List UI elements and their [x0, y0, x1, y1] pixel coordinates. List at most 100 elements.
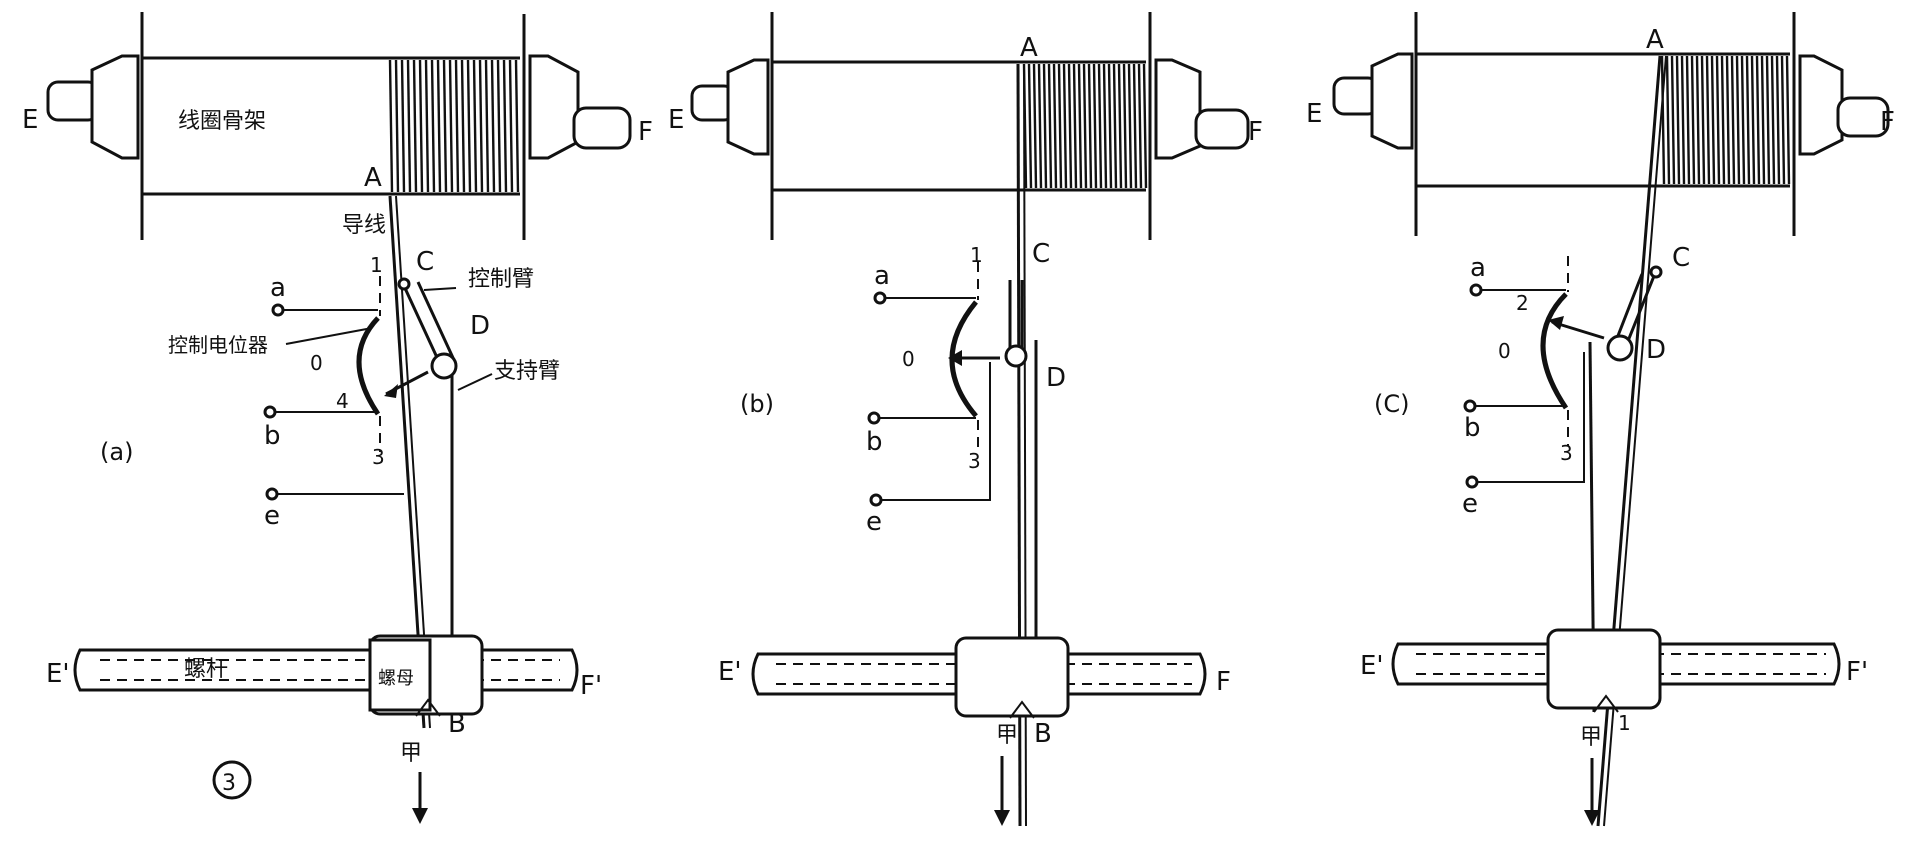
terminal-b	[1463, 399, 1477, 413]
figure-number-circle	[212, 760, 252, 800]
guide-B	[1593, 694, 1619, 713]
lead-screw	[73, 648, 579, 692]
coil-turn	[1770, 55, 1776, 185]
caption-b: (b)	[740, 390, 774, 418]
label-F-prime: F	[1216, 667, 1231, 697]
control-arm-right	[416, 281, 456, 361]
coil-turn	[1670, 55, 1676, 185]
pos-3: 3	[968, 449, 981, 473]
label-E: E	[668, 105, 684, 135]
label-lead-wire: 导线	[342, 213, 386, 238]
pos-0: 0	[1498, 339, 1511, 363]
coil-turn	[1765, 55, 1771, 185]
coil-turn	[1785, 55, 1791, 185]
coil-turn	[1690, 55, 1696, 185]
coil-turn	[1760, 55, 1766, 185]
label-F-prime: F'	[1846, 657, 1868, 687]
label-D: D	[1646, 335, 1666, 365]
hub-left	[90, 54, 140, 160]
label-a: a	[874, 261, 890, 291]
label-A: A	[1020, 33, 1038, 63]
panel-a: E F 线圈骨架 A 导线 C D 控制臂 控制电位器 1 0 4 3	[22, 12, 653, 824]
coil-turn	[484, 59, 490, 193]
coil-turn	[1102, 63, 1108, 189]
terminal-e	[1465, 475, 1479, 489]
feed-arrowhead	[412, 808, 428, 824]
shaft-right	[1194, 108, 1250, 150]
potentiometer-arc	[356, 316, 381, 416]
pos-0: 0	[902, 347, 915, 371]
coil-turn	[424, 59, 430, 193]
feed-arrowhead	[994, 810, 1010, 826]
control-arm-left	[1612, 273, 1644, 347]
coil-turn	[1112, 63, 1118, 189]
coil-turn	[430, 59, 436, 193]
coil-turn	[1052, 63, 1058, 189]
caption-c: (C)	[1374, 390, 1409, 418]
coil-winding	[388, 59, 520, 193]
coil-turn	[400, 59, 406, 193]
coil-turn	[394, 59, 400, 193]
coil-turn	[1680, 55, 1686, 185]
coil-turn	[490, 59, 496, 193]
hub-right	[528, 54, 580, 160]
label-a: a	[270, 273, 286, 303]
pos-4: 4	[336, 389, 349, 413]
guide-B	[415, 698, 441, 717]
label-F: F	[638, 117, 653, 147]
coil-winding	[1022, 63, 1148, 189]
coil-winding	[1660, 55, 1791, 185]
coil-turn	[1730, 55, 1736, 185]
pos-0: 0	[310, 351, 323, 375]
coil-turn	[1725, 55, 1731, 185]
caption-a: (a)	[100, 438, 133, 466]
coil-turn	[1027, 63, 1033, 189]
label-F: F	[1248, 117, 1263, 147]
coil-turn	[1062, 63, 1068, 189]
coil-turn	[1142, 63, 1148, 189]
coil-turn	[1675, 55, 1681, 185]
coil-turn	[1067, 63, 1073, 189]
coil-turn	[514, 59, 520, 193]
label-pos-1-bottom: 1	[1618, 711, 1631, 735]
label-e: e	[866, 507, 882, 537]
label-A: A	[1646, 25, 1664, 55]
shaft-right	[1836, 96, 1890, 138]
hub-left	[726, 58, 770, 156]
pin-C	[397, 277, 411, 291]
label-E-prime: E'	[46, 659, 70, 689]
terminal-e	[869, 493, 883, 507]
coil-turn	[1107, 63, 1113, 189]
label-support-arm: 支持臂	[494, 359, 560, 384]
label-B: B	[1034, 719, 1052, 749]
feed-arrowhead	[1584, 810, 1600, 826]
label-b: b	[264, 421, 281, 451]
coil-turn	[1072, 63, 1078, 189]
coil-turn	[406, 59, 412, 193]
coil-turn	[496, 59, 502, 193]
wire-e	[1477, 352, 1585, 483]
coil-turn	[1117, 63, 1123, 189]
coil-turn	[418, 59, 424, 193]
hub-right	[1154, 58, 1202, 160]
coil-turn	[460, 59, 466, 193]
guide-B	[1009, 700, 1035, 719]
label-F-prime: F'	[580, 671, 602, 701]
coil-turn	[1092, 63, 1098, 189]
leader-pot	[285, 327, 373, 345]
coil-turn	[412, 59, 418, 193]
coil-turn	[1745, 55, 1751, 185]
pos-3: 3	[1560, 441, 1573, 465]
coil-turn	[1042, 63, 1048, 189]
label-C: C	[1672, 243, 1690, 273]
wiper-arrowhead	[1548, 316, 1564, 330]
coil-turn	[1705, 55, 1711, 185]
coil-turn	[442, 59, 448, 193]
coil-turn	[1740, 55, 1746, 185]
coil-turn	[1685, 55, 1691, 185]
label-e: e	[264, 501, 280, 531]
coil-turn	[1775, 55, 1781, 185]
coil-turn	[454, 59, 460, 193]
coil-turn	[1735, 55, 1741, 185]
